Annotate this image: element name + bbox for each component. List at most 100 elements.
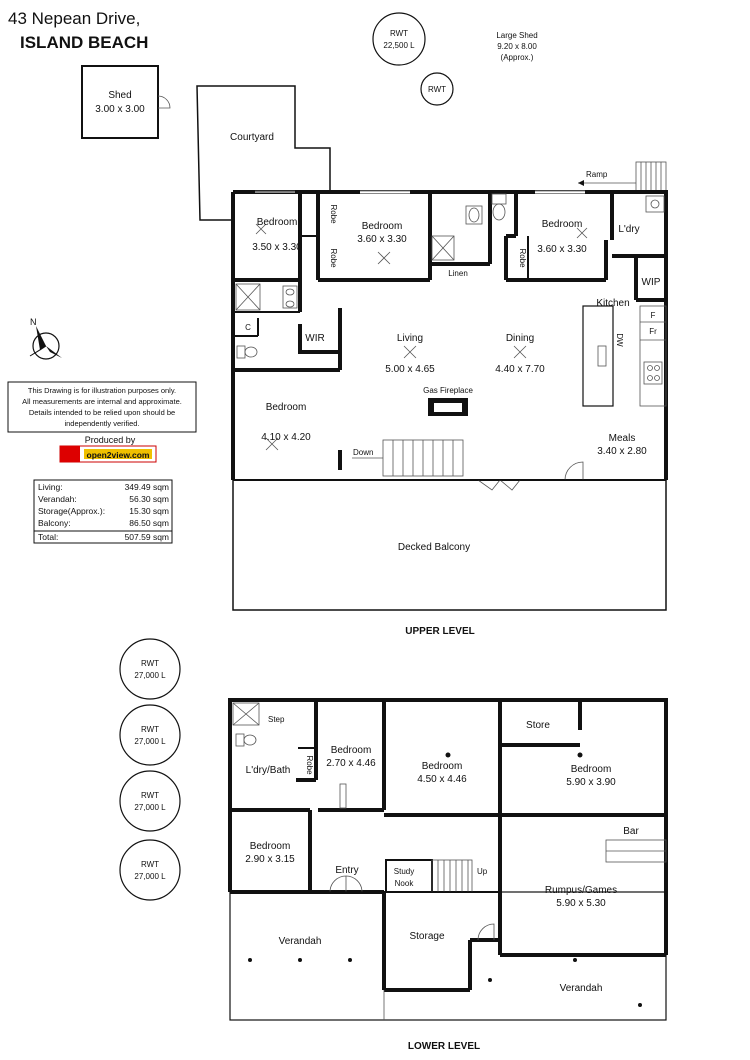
lower-level-plan <box>228 698 668 1021</box>
area-label: Storage(Approx.): <box>38 506 105 516</box>
address-line: 43 Nepean Drive, <box>8 9 140 28</box>
svg-text:RWT: RWT <box>141 860 159 869</box>
laundry-bath-label: L'dry/Bath <box>246 765 291 776</box>
svg-text:All measurements are internal: All measurements are internal and approx… <box>22 397 182 406</box>
svg-text:27,000 L: 27,000 L <box>134 803 166 812</box>
courtyard: Courtyard <box>196 85 331 221</box>
bedroom-label: Bedroom <box>257 217 298 228</box>
fireplace-label: Gas Fireplace <box>423 386 473 395</box>
courtyard-label: Courtyard <box>230 132 274 143</box>
large-shed-note: Large Shed 9.20 x 8.00 (Approx.) <box>496 31 537 62</box>
area-label: Living: <box>38 482 63 492</box>
area-value: 349.49 sqm <box>125 482 169 492</box>
bar-label: Bar <box>623 826 639 837</box>
verandah-label: Verandah <box>560 983 603 994</box>
fridge-label: F <box>651 311 656 320</box>
bedroom-dim: 2.70 x 4.46 <box>326 758 376 769</box>
area-table: Living: 349.49 sqm Verandah: 56.30 sqm S… <box>33 479 173 544</box>
entry-label: Entry <box>335 865 358 876</box>
svg-text:(Approx.): (Approx.) <box>501 53 534 62</box>
area-value: 15.30 sqm <box>129 506 169 516</box>
area-value: 507.59 sqm <box>125 532 169 542</box>
dining-label: Dining <box>506 333 534 344</box>
bedroom-dim: 3.50 x 3.30 <box>252 242 302 253</box>
kitchen-label: Kitchen <box>596 298 629 309</box>
svg-text:independently verified.: independently verified. <box>64 419 139 428</box>
svg-text:27,000 L: 27,000 L <box>134 737 166 746</box>
shed-dim: 3.00 x 3.00 <box>95 104 145 115</box>
robe-label: Robe <box>329 204 338 224</box>
bedroom-dim: 2.90 x 3.15 <box>245 854 295 865</box>
svg-text:RWT: RWT <box>141 725 159 734</box>
bedroom-label: Bedroom <box>362 221 403 232</box>
bedroom-label: Bedroom <box>422 761 463 772</box>
open2view-logo: open2view.com <box>59 445 157 463</box>
stairs-down <box>352 439 464 477</box>
freezer-label: Fr <box>649 327 657 336</box>
stairs-up <box>431 859 473 893</box>
meals-label: Meals <box>609 433 636 444</box>
laundry-label: L'dry <box>618 224 639 235</box>
svg-text:RWT: RWT <box>141 791 159 800</box>
study-label: Nook <box>395 879 415 888</box>
area-value: 86.50 sqm <box>129 518 169 528</box>
robe-label: Robe <box>305 755 314 775</box>
svg-text:RWT: RWT <box>141 659 159 668</box>
rwt-tank-label: RWT <box>428 85 446 94</box>
stairs-down-label: Down <box>353 448 373 457</box>
compass-icon: N <box>29 317 62 360</box>
rwt-tank: RWT 27,000 L <box>119 839 181 901</box>
bedroom-label: Bedroom <box>266 402 307 413</box>
logo-text: open2view.com <box>87 450 150 460</box>
bedroom-label: Bedroom <box>571 764 612 775</box>
linen-label: Linen <box>448 269 468 278</box>
rwt-tank: RWT 27,000 L <box>119 638 181 700</box>
balcony-label: Decked Balcony <box>398 542 470 553</box>
bedroom-label: Bedroom <box>542 219 583 230</box>
area-label: Balcony: <box>38 518 71 528</box>
svg-text:Details intended to be relied: Details intended to be relied upon shoul… <box>29 408 175 417</box>
bedroom-dim: 5.90 x 3.90 <box>566 777 616 788</box>
disclaimer: This Drawing is for illustration purpose… <box>7 381 197 433</box>
bedroom-dim: 3.60 x 3.30 <box>537 244 587 255</box>
bedroom-dim: 4.10 x 4.20 <box>261 432 311 443</box>
upper-level-plan <box>231 190 668 611</box>
dishwasher-label: DW <box>615 333 624 347</box>
bedroom-label: Bedroom <box>250 841 291 852</box>
robe-label: Robe <box>329 248 338 268</box>
rwt-tank: RWT 27,000 L <box>119 704 181 766</box>
suburb-title: ISLAND BEACH <box>20 33 148 52</box>
shed: Shed 3.00 x 3.00 <box>81 65 171 139</box>
wip-label: WIP <box>642 277 661 288</box>
rwt-tank-capacity: 22,500 L <box>383 41 415 50</box>
verandah-label: Verandah <box>279 936 322 947</box>
svg-text:Large Shed: Large Shed <box>496 31 537 40</box>
storage-label: Storage <box>409 931 444 942</box>
meals-dim: 3.40 x 2.80 <box>597 446 647 457</box>
step-label: Step <box>268 715 285 724</box>
shed-label: Shed <box>108 90 131 101</box>
robe-label: Robe <box>518 248 527 268</box>
stairs-up-label: Up <box>477 867 488 876</box>
cupboard-label: C <box>245 323 251 332</box>
living-dim: 5.00 x 4.65 <box>385 364 435 375</box>
area-label: Verandah: <box>38 494 77 504</box>
rwt-tank-small: RWT <box>420 72 454 106</box>
bedroom-dim: 4.50 x 4.46 <box>417 774 467 785</box>
ramp-label: Ramp <box>586 170 608 179</box>
svg-text:9.20 x 8.00: 9.20 x 8.00 <box>497 42 537 51</box>
svg-text:This Drawing is for illustrati: This Drawing is for illustration purpose… <box>28 386 176 395</box>
study-label: Study <box>394 867 414 876</box>
upper-level-label: UPPER LEVEL <box>405 626 474 637</box>
bedroom-dim: 3.60 x 3.30 <box>357 234 407 245</box>
compass-north-label: N <box>30 317 37 327</box>
wir-label: WIR <box>305 333 324 344</box>
svg-text:27,000 L: 27,000 L <box>134 872 166 881</box>
area-label: Total: <box>38 532 58 542</box>
rumpus-dim: 5.90 x 5.30 <box>556 898 606 909</box>
rwt-tank-large: RWT 22,500 L <box>372 12 426 66</box>
bedroom-label: Bedroom <box>331 745 372 756</box>
ramp: Ramp <box>578 161 667 193</box>
area-value: 56.30 sqm <box>129 494 169 504</box>
